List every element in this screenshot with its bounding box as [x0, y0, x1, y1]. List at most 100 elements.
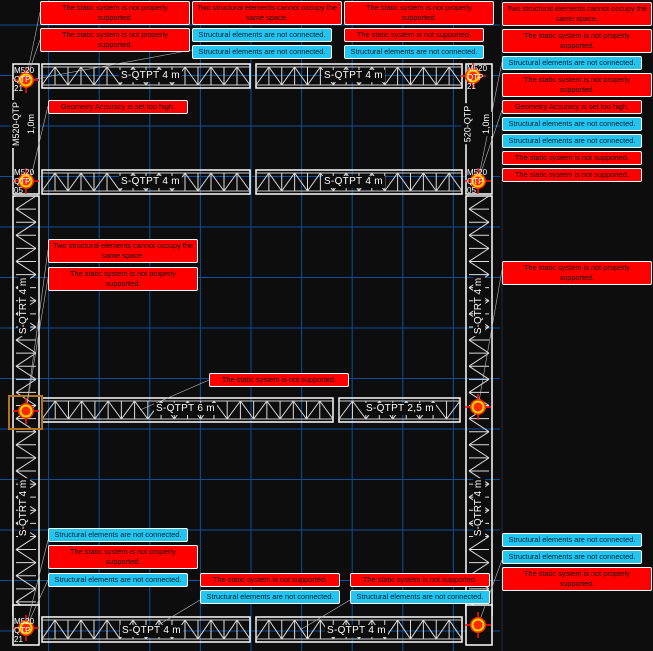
leader-line: [29, 49, 193, 81]
truss-diagonal: [448, 66, 463, 86]
truss-diagonal: [468, 444, 490, 459]
corner-label: M520 QTP 05: [467, 168, 488, 195]
error-message[interactable]: The static system is not supported.: [502, 151, 642, 165]
truss-diagonal: [468, 234, 490, 249]
truss-diagonal: [15, 247, 37, 262]
truss-diagonal: [410, 66, 424, 86]
truss-diagonal: [134, 400, 149, 420]
warning-message[interactable]: Structural elements are not connected.: [200, 590, 340, 604]
warning-message[interactable]: Structural elements are not connected.: [192, 28, 332, 42]
truss-diagonal: [210, 66, 225, 86]
error-message[interactable]: Two structural elements cannot occupy th…: [192, 1, 342, 25]
error-message[interactable]: The static system is not supported.: [502, 168, 642, 182]
warning-message[interactable]: Structural elements are not connected.: [502, 550, 642, 564]
truss-diagonal: [67, 619, 82, 640]
error-message[interactable]: Two structural elements cannot occupy th…: [48, 239, 198, 263]
truss-diagonal: [210, 619, 225, 640]
support-marker-icon: [24, 179, 28, 183]
truss-diagonal: [15, 221, 37, 236]
truss-diagonal: [223, 172, 238, 192]
truss-label: S-QTPT 4 m: [120, 625, 183, 637]
truss-diagonal: [435, 172, 450, 192]
truss-diagonal: [266, 400, 281, 420]
truss-diagonal: [240, 400, 255, 420]
truss-diagonal: [54, 172, 69, 192]
leader-line: [25, 249, 49, 412]
truss-diagonal: [106, 66, 121, 86]
truss-diagonal: [67, 172, 82, 192]
truss-diagonal: [54, 619, 69, 640]
leader-line: [477, 559, 503, 626]
truss-diagonal: [468, 536, 490, 550]
truss-diagonal: [468, 339, 490, 354]
error-message[interactable]: The static system is not properly suppor…: [502, 29, 652, 53]
support-marker-icon: [19, 73, 33, 87]
truss-diagonal: [468, 221, 490, 236]
support-marker-icon: [24, 78, 28, 82]
truss-diagonal: [468, 208, 490, 223]
error-message[interactable]: The static system is not supported.: [200, 573, 340, 587]
error-message[interactable]: Two structural elements cannot occupy th…: [502, 2, 652, 26]
warning-message[interactable]: Structural elements are not connected.: [48, 573, 188, 587]
error-message[interactable]: The static system is not properly suppor…: [40, 1, 190, 25]
error-message[interactable]: The static system is not properly suppor…: [502, 73, 652, 97]
leader-line: [25, 11, 41, 81]
leader-line: [477, 109, 503, 182]
error-message[interactable]: Geometry Accuracy is set too high.: [48, 100, 188, 114]
truss-label: S-QTPT 4 m: [119, 176, 182, 188]
truss-diagonal: [307, 66, 321, 86]
truss-diagonal: [268, 172, 283, 192]
error-message[interactable]: The static system is not properly suppor…: [40, 28, 190, 52]
warning-message[interactable]: Structural elements are not connected.: [502, 56, 642, 70]
support-marker-icon: [19, 174, 33, 188]
warning-message[interactable]: Structural elements are not connected.: [502, 533, 642, 547]
truss-diagonal: [67, 66, 82, 86]
truss-diagonal: [80, 172, 95, 192]
truss-diagonal: [197, 619, 212, 640]
error-message[interactable]: The static system is not properly suppor…: [48, 267, 198, 291]
truss-diagonal: [292, 400, 307, 420]
truss-diagonal: [15, 261, 37, 275]
truss-diagonal: [236, 619, 251, 640]
truss-diagonal: [15, 470, 37, 485]
truss-diagonal: [410, 172, 424, 192]
truss-diagonal: [54, 66, 69, 86]
error-message[interactable]: The static system is not properly suppor…: [344, 1, 494, 25]
truss-label: S-QTPT 6 m: [154, 403, 217, 415]
truss-diagonal: [106, 172, 121, 192]
truss-diagonal: [184, 619, 199, 640]
error-message[interactable]: The static system is not supported.: [350, 573, 490, 587]
truss-diagonal: [15, 208, 37, 223]
support-marker-icon: [24, 409, 28, 413]
error-message[interactable]: The static system is not properly suppor…: [48, 545, 198, 569]
error-message[interactable]: The static system is not supported.: [344, 28, 484, 42]
leader-line: [25, 277, 49, 412]
truss-diagonal: [210, 172, 225, 192]
support-marker-icon: [24, 626, 28, 630]
truss-diagonal: [93, 172, 108, 192]
truss-diagonal: [384, 172, 399, 192]
truss-diagonal: [81, 400, 96, 420]
truss-label: S-QTRT 4 m: [473, 477, 486, 539]
truss-diagonal: [41, 400, 56, 420]
truss-diagonal: [15, 562, 37, 577]
warning-message[interactable]: Structural elements are not connected.: [502, 117, 642, 131]
truss-diagonal: [68, 400, 83, 420]
leader-line: [139, 379, 210, 411]
support-marker-icon: [471, 174, 485, 188]
warning-message[interactable]: Structural elements are not connected.: [502, 134, 642, 148]
warning-message[interactable]: Structural elements are not connected.: [192, 45, 332, 59]
error-message[interactable]: The static system is not supported.: [209, 373, 349, 387]
truss-diagonal: [338, 400, 353, 420]
warning-message[interactable]: Structural elements are not connected.: [350, 590, 490, 604]
truss-diagonal: [281, 172, 296, 192]
truss-diagonal: [279, 400, 294, 420]
error-message[interactable]: The static system is not properly suppor…: [502, 261, 652, 285]
warning-message[interactable]: Structural elements are not connected.: [48, 528, 188, 542]
warning-message[interactable]: Structural elements are not connected.: [344, 45, 484, 59]
truss-label: S-QTPT 4 m: [322, 176, 385, 188]
error-message[interactable]: Geometry Accuracy is set too high.: [502, 100, 642, 114]
error-message[interactable]: The static system is not properly suppor…: [502, 567, 652, 591]
truss-diagonal: [468, 378, 490, 393]
